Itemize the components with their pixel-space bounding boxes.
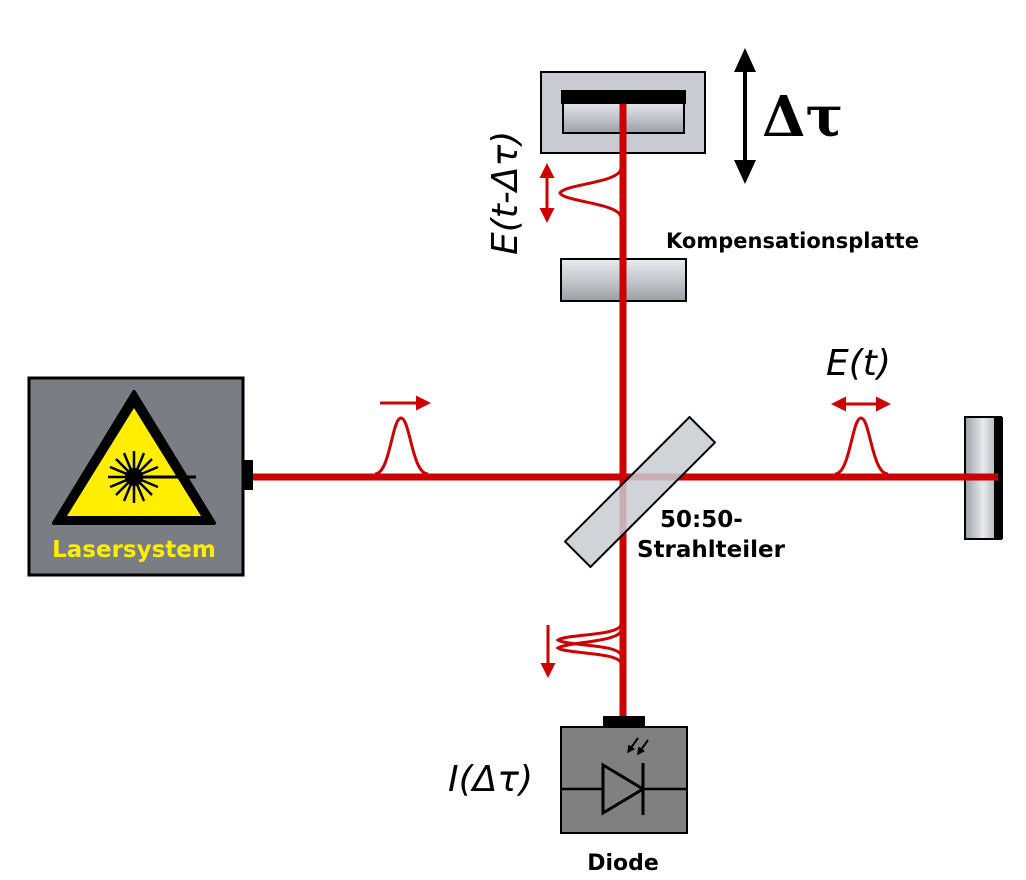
beamsplitter-label-line2: Strahlteiler	[637, 537, 786, 563]
beamsplitter	[563, 415, 717, 569]
laser-system-label: Lasersystem	[52, 537, 216, 563]
delayed-field-label: E(t-Δτ)	[485, 131, 526, 255]
field-pulse	[831, 396, 891, 476]
laser-system: Lasersystem	[27, 376, 253, 577]
incoming-pulse	[374, 395, 431, 476]
compensation-plate-label: Kompensationsplatte	[666, 229, 919, 253]
photodiode-icon	[561, 762, 687, 816]
laser-beams	[253, 104, 998, 722]
delayed-field-pulse	[539, 163, 623, 223]
intensity-label: I(Δτ)	[448, 759, 533, 800]
delay-label: Δτ	[762, 84, 843, 150]
diode-label: Diode	[587, 851, 659, 876]
incoming-light-icon	[627, 737, 649, 756]
field-label: E(t)	[826, 343, 891, 384]
laser-warning-icon	[52, 390, 216, 525]
output-pulses	[540, 623, 623, 678]
delay-double-arrow	[734, 48, 756, 184]
beamsplitter-label-line1: 50:50-	[660, 507, 743, 533]
diode-detector	[560, 716, 688, 834]
